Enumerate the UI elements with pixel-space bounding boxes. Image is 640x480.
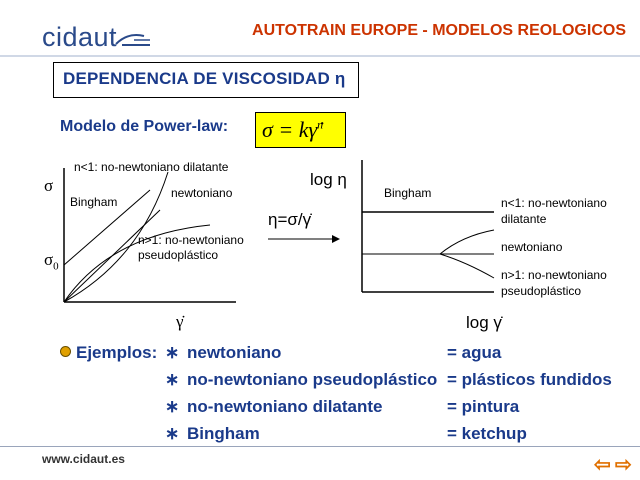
- viscosity-relation: η=σ/γ̇: [268, 210, 312, 229]
- right-label-bingham: Bingham: [384, 186, 432, 200]
- right-label-pseudo-line1: n>1: no-newtoniano: [501, 268, 607, 282]
- example-value: = agua: [447, 343, 502, 362]
- next-arrow-icon[interactable]: ⇨: [615, 454, 632, 476]
- right-label-dilatante-line2: dilatante: [501, 212, 547, 226]
- left-x-axis-label: γ̇: [176, 312, 184, 331]
- right-label-newtoniano: newtoniano: [501, 240, 563, 254]
- y0-symbol: σ: [44, 250, 54, 269]
- example-star: ∗: [165, 343, 180, 362]
- logo-mark-icon: [115, 34, 150, 46]
- example-value: = ketchup: [447, 424, 527, 443]
- cidaut-logo: cidaut: [42, 22, 118, 52]
- example-fluid: Bingham: [187, 424, 260, 443]
- power-law-formula: σ = kγ̇n: [255, 112, 346, 148]
- left-y-axis-label: σ: [44, 176, 54, 195]
- y0-subscript: 0: [53, 260, 59, 273]
- section-title: DEPENDENCIA DE VISCOSIDAD η: [53, 62, 359, 98]
- curve-label-pseudo-line2: pseudoplástico: [138, 248, 219, 262]
- formula-text: σ = kγ̇: [262, 117, 318, 142]
- right-y-axis-label: log η: [310, 170, 347, 189]
- header-divider: [0, 55, 640, 57]
- curve-label-bingham: Bingham: [70, 195, 118, 209]
- model-label: Modelo de Power-law:: [60, 118, 229, 135]
- example-fluid: newtoniano: [187, 343, 282, 362]
- relation-arrow-icon: [268, 235, 340, 243]
- example-fluid: no-newtoniano dilatante: [187, 397, 383, 416]
- left-y0-label: σ0: [44, 250, 59, 272]
- footer-url-link[interactable]: www.cidaut.es: [42, 452, 125, 466]
- curve-label-pseudo-line1: n>1: no-newtoniano: [138, 233, 244, 247]
- prev-arrow-icon[interactable]: ⇦: [594, 454, 611, 476]
- bullet-icon: [60, 346, 71, 357]
- example-star: ∗: [165, 397, 180, 416]
- curve-label-newtoniano: newtoniano: [171, 186, 233, 200]
- right-label-pseudo-line2: pseudoplástico: [501, 284, 582, 298]
- example-fluid: no-newtoniano pseudoplástico: [187, 370, 438, 389]
- example-value: = plásticos fundidos: [447, 370, 612, 389]
- example-star: ∗: [165, 370, 180, 389]
- right-label-dilatante-line1: n<1: no-newtoniano: [501, 196, 607, 210]
- examples-label: Ejemplos:: [76, 343, 158, 362]
- example-value: = pintura: [447, 397, 520, 416]
- footer-divider: [0, 446, 640, 447]
- curve-label-dilatante: n<1: no-newtoniano dilatante: [74, 160, 229, 174]
- example-star: ∗: [165, 424, 180, 443]
- header-title: AUTOTRAIN EUROPE - MODELOS REOLOGICOS: [252, 22, 626, 39]
- formula-exponent: n: [317, 117, 324, 132]
- right-x-axis-label: log γ̇: [466, 313, 502, 332]
